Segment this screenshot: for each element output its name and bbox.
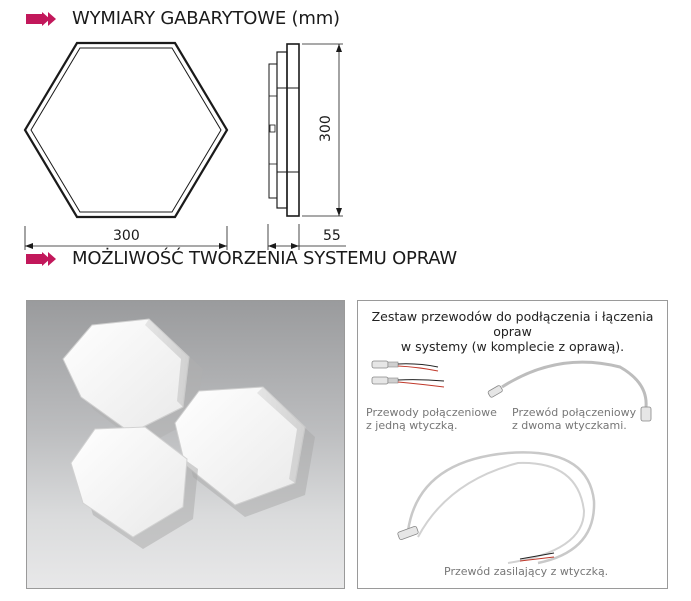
cable-illustrations bbox=[371, 360, 652, 565]
double-chevron-icon bbox=[26, 251, 56, 266]
double-chevron-icon bbox=[26, 11, 56, 26]
cable-kit-panel: Zestaw przewodów do podłączenia i łączen… bbox=[357, 300, 668, 589]
power-cable bbox=[397, 451, 596, 565]
section-header-system: MOŻLIWOŚĆ TWORZENIA SYSTEMU OPRAW bbox=[26, 248, 457, 269]
height-dimension-label: 300 bbox=[318, 115, 334, 142]
section-title-system: MOŻLIWOŚĆ TWORZENIA SYSTEMU OPRAW bbox=[72, 248, 457, 269]
single-plug-cables bbox=[371, 360, 445, 388]
side-view bbox=[268, 43, 300, 217]
kit-title: Zestaw przewodów do podłączenia i łączen… bbox=[371, 309, 654, 354]
depth-dimension-label: 55 bbox=[323, 228, 341, 244]
caption-double-plug: Przewód połączeniowy z dwoma wtyczkami. bbox=[512, 406, 637, 432]
hexagon-front-view bbox=[23, 41, 229, 219]
section-header-dimensions: WYMIARY GABARYTOWE (mm) bbox=[26, 8, 340, 29]
width-dimension-label: 300 bbox=[113, 228, 140, 244]
product-photo bbox=[26, 300, 345, 589]
caption-single-plug: Przewody połączeniowe z jedną wtyczką. bbox=[366, 406, 497, 432]
section-title-dimensions: WYMIARY GABARYTOWE (mm) bbox=[72, 8, 340, 29]
caption-power-cable: Przewód zasilający z wtyczką. bbox=[444, 565, 609, 578]
double-plug-cable bbox=[487, 360, 652, 422]
